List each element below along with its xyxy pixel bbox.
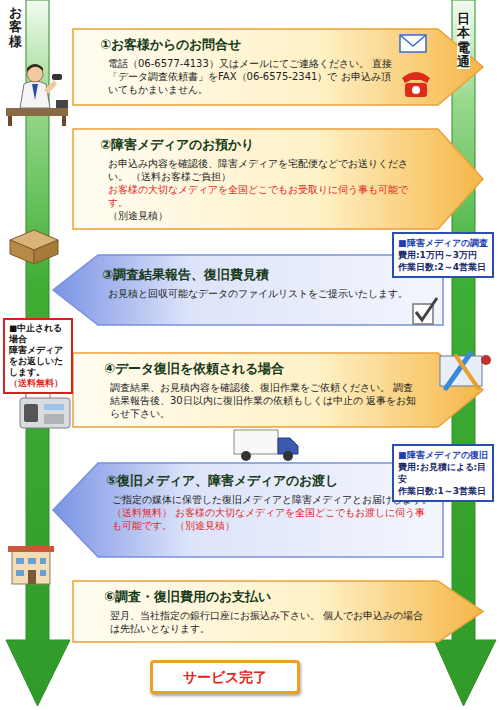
flow-column xyxy=(434,0,496,706)
phone-icon xyxy=(402,72,430,97)
callout-text: 障害メディアをお返しいたします。 xyxy=(9,345,68,378)
column-label: お客様 xyxy=(9,6,22,49)
step-body: 調査結果、お見積内容を確認後、復旧作業をご依頼ください。 調査結果報告後、30日… xyxy=(104,381,422,420)
arrow-band xyxy=(73,353,483,427)
step-body: お申込み内容を確認後、障害メディアを宅配便などでお送りください。 （送料お客様ご… xyxy=(100,157,424,183)
arrow-band xyxy=(73,129,483,229)
callout-note: （送料無料） xyxy=(9,378,68,389)
callout-text: 費用:お見積による:目安 xyxy=(398,461,489,485)
step-arrow: ②障害メディアのお預かりお申込み内容を確認後、障害メディアを宅配便などでお送りく… xyxy=(72,128,484,230)
step-body: ご指定の媒体に保管した復旧メディアと障害メディアとお届けします。 xyxy=(106,493,434,506)
arrow-band xyxy=(53,463,443,557)
mail-icon xyxy=(400,35,426,52)
column-label: 日本電通 xyxy=(457,12,470,69)
step-heading: ③調査結果報告、復旧費見積 xyxy=(102,266,408,284)
cancel-callout: ■中止される場合障害メディアをお返しいたします。（送料無料） xyxy=(3,318,73,394)
cost-callout: ■障害メディアの調査費用:1万円～3万円作業日数:2～4営業日 xyxy=(392,232,494,278)
step-heading: ⑤復旧メディア、障害メディアのお渡し xyxy=(106,472,434,490)
step-heading: ⑥調査・復旧費用のお支払い xyxy=(104,588,424,606)
callout-heading: ■障害メディアの調査 xyxy=(398,237,489,249)
cost-callout: ■障害メディアの復旧費用:お見積による:目安作業日数:1～3営業日 xyxy=(392,444,494,502)
arrow-band xyxy=(53,255,443,325)
shape-outline xyxy=(432,0,498,708)
step-body: 電話（06-6577-4133）又はメールにてご連絡ください。 直接「データ調査… xyxy=(100,57,394,96)
step-heading: ①お客様からのお問合せ xyxy=(100,36,394,54)
tools-icon xyxy=(440,354,491,388)
arrow-band xyxy=(73,29,483,105)
step-arrow: ⑤復旧メディア、障害メディアのお渡しご指定の媒体に保管した復旧メディアと障害メデ… xyxy=(52,462,444,558)
callout-text: 費用:1万円～3万円 xyxy=(398,249,489,261)
step-body: 翌月、当社指定の銀行口座にお振込み下さい。 個人でお申込みの場合は先払いとなりま… xyxy=(104,609,424,635)
callout-heading: ■中止される場合 xyxy=(9,323,68,345)
step-arrow: ①お客様からのお問合せ電話（06-6577-4133）又はメールにてご連絡くださ… xyxy=(72,28,484,106)
callout-text: 作業日数:2～4営業日 xyxy=(398,261,489,273)
truck-icon xyxy=(234,430,298,461)
building-icon xyxy=(8,546,54,584)
person-icon xyxy=(6,64,68,126)
flow-column xyxy=(6,0,70,706)
step-note: お客様の大切なメディアを全国どこでもお受取りに伺う事も可能です。 xyxy=(100,183,424,209)
step-arrow: ③調査結果報告、復旧費見積お見積と回収可能なデータのファイルリストをご提示いたし… xyxy=(52,254,444,326)
callout-heading: ■障害メディアの復旧 xyxy=(398,449,489,461)
step-arrow: ④データ復旧を依頼される場合調査結果、お見積内容を確認後、復旧作業をご依頼くださ… xyxy=(72,352,484,428)
end-button: サービス完了 xyxy=(150,660,300,694)
company-column: 日本電通 xyxy=(432,0,498,708)
package-icon xyxy=(10,230,58,264)
step-note: （送料無料） お客様の大切なメディアを全国どこでもお渡しに伺う事も可能です。 （… xyxy=(106,506,434,532)
step-arrow: ⑥調査・復旧費用のお支払い翌月、当社指定の銀行口座にお振込み下さい。 個人でお申… xyxy=(72,580,484,643)
step-heading: ②障害メディアのお預かり xyxy=(100,136,424,154)
step-body: お見積と回収可能なデータのファイルリストをご提示いたします。 xyxy=(102,287,408,300)
step-heading: ④データ復旧を依頼される場合 xyxy=(104,360,422,378)
arrow-band xyxy=(73,581,483,642)
end-label: サービス完了 xyxy=(157,666,293,688)
check-icon xyxy=(413,298,437,324)
step-body: （別途見積） xyxy=(100,209,424,222)
callout-text: 作業日数:1～3営業日 xyxy=(398,485,489,497)
